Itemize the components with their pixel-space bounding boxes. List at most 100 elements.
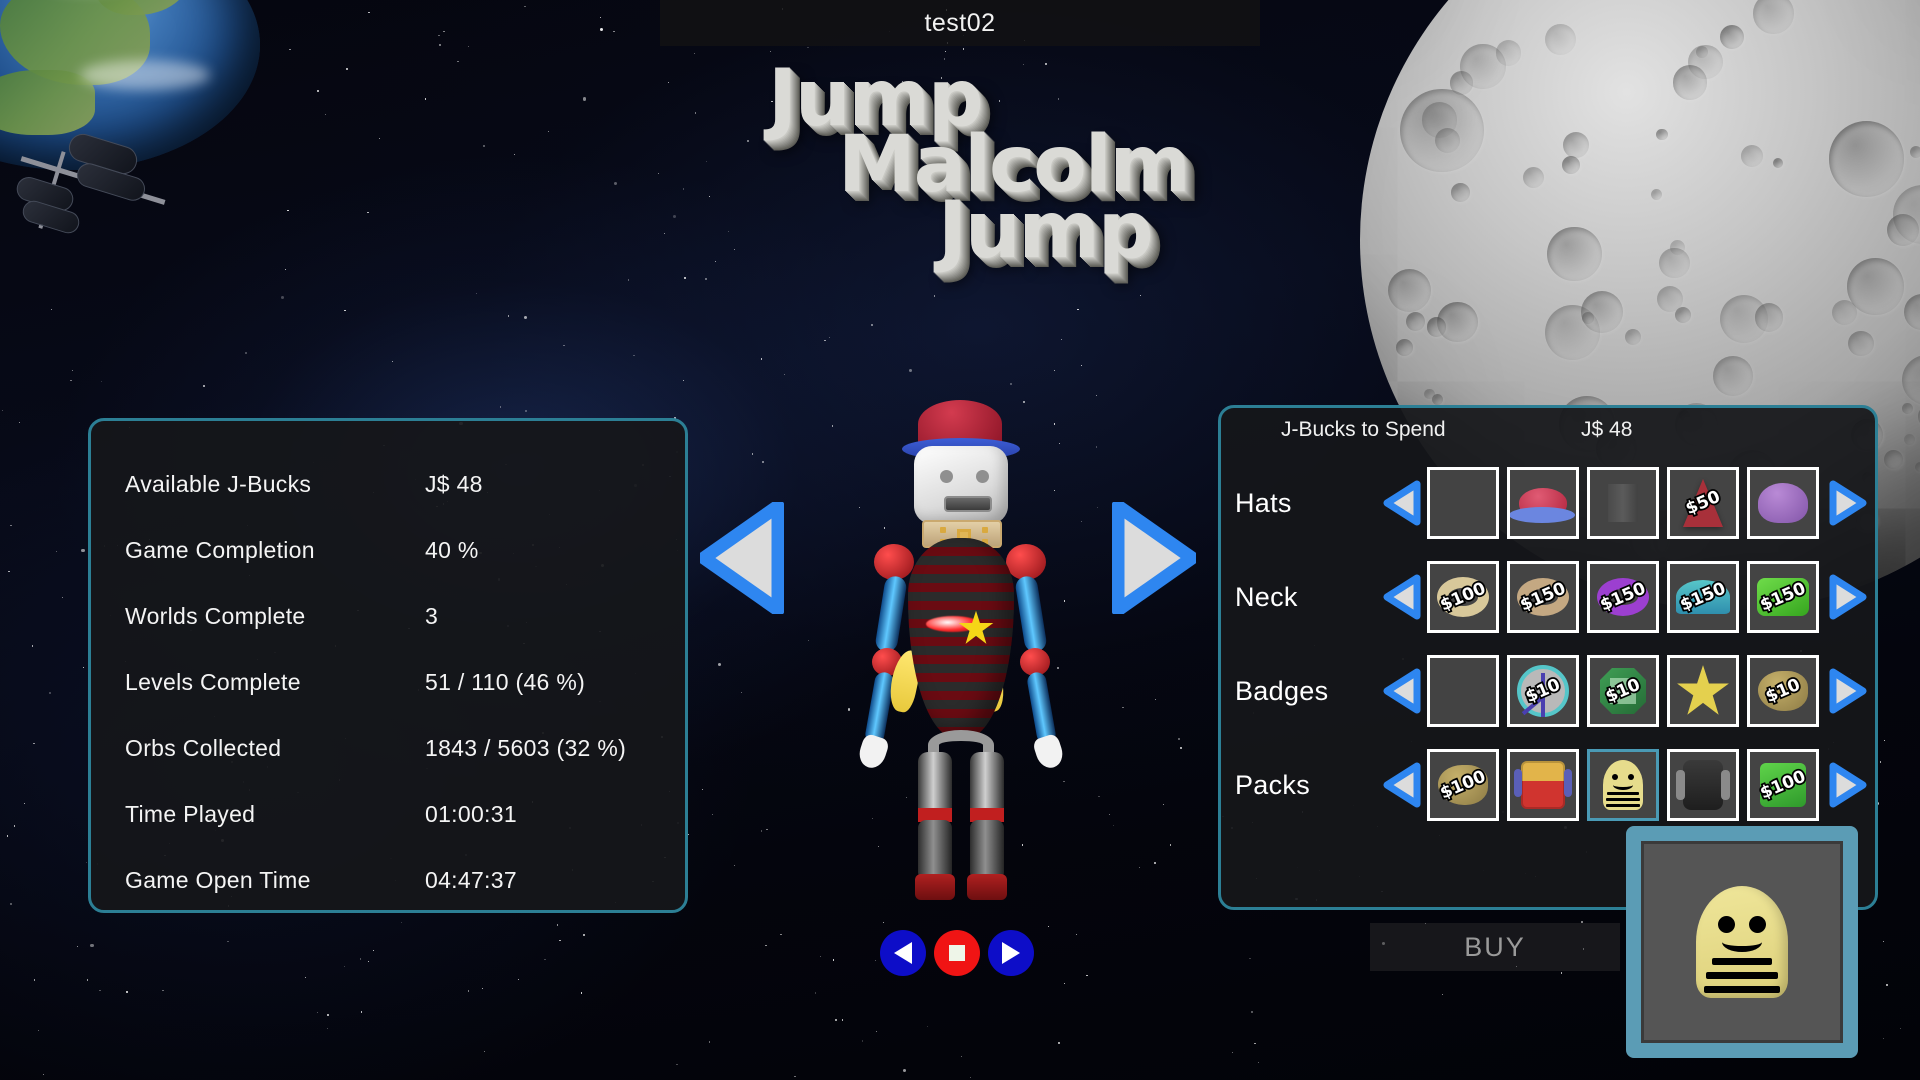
dome-icon (1758, 483, 1808, 523)
star-icon (1677, 665, 1729, 715)
shop-item-tile[interactable]: $10 (1587, 655, 1659, 727)
shop-item-tile[interactable] (1667, 655, 1739, 727)
shop-row-label: Badges (1235, 675, 1329, 706)
torus-icon (1437, 577, 1489, 617)
chevron-left-icon (1383, 480, 1421, 526)
shop-item-tile[interactable] (1507, 467, 1579, 539)
boot-left (915, 874, 955, 900)
character-eye-right (976, 470, 989, 483)
shop-item-tile[interactable]: $150 (1747, 561, 1819, 633)
shop-item-tile[interactable] (1427, 467, 1499, 539)
hand-right (1031, 732, 1067, 772)
shop-row-packs: Packs$100$100 (1235, 738, 1867, 832)
rotate-character-left-button[interactable] (697, 499, 785, 619)
stat-value: 1843 / 5603 (32 %) (425, 734, 627, 761)
footer-controls: MENU ACCEPT (0, 930, 1920, 1060)
logo-line-3: Jump (938, 186, 1154, 276)
shop-item-tile[interactable]: $100 (1747, 749, 1819, 821)
shop-item-tile[interactable] (1427, 655, 1499, 727)
shoulder-right (1006, 544, 1046, 580)
buy-button[interactable]: BUY (1370, 923, 1620, 971)
shop-item-tile[interactable] (1587, 467, 1659, 539)
shop-packs-left-arrow-button[interactable] (1381, 762, 1421, 808)
shop-neck-right-arrow-button[interactable] (1825, 574, 1867, 620)
character-hip (928, 730, 994, 760)
thigh-left (918, 752, 952, 818)
shop-neck-left-arrow-button[interactable] (1381, 574, 1421, 620)
shop-item-tile[interactable] (1747, 467, 1819, 539)
shop-item-tile[interactable] (1667, 749, 1739, 821)
shop-row-badges: Badges$10$10$10 (1235, 644, 1867, 738)
character-mouth (944, 496, 992, 512)
shop-item-tile[interactable]: $100 (1427, 749, 1499, 821)
rotate-character-right-button[interactable] (1111, 499, 1199, 619)
item-preview-inner (1641, 841, 1843, 1043)
shop-item-tile[interactable]: $10 (1507, 655, 1579, 727)
chevron-right-icon (1111, 499, 1199, 617)
stat-value: J$ 48 (425, 470, 483, 497)
logo-line-1: Jump (768, 54, 984, 144)
stop-button[interactable] (934, 930, 980, 976)
stat-label: Levels Complete (125, 668, 301, 695)
stat-label: Available J-Bucks (125, 470, 312, 497)
shop-item-tile[interactable]: $150 (1507, 561, 1579, 633)
shop-row-neck: Neck$100$150$150$150$150 (1235, 550, 1867, 644)
shop-item-tile[interactable]: $10 (1747, 655, 1819, 727)
shop-packs-right-arrow-button[interactable] (1825, 762, 1867, 808)
shop-item-tile[interactable]: $150 (1667, 561, 1739, 633)
shop-hats-left-arrow-button[interactable] (1381, 480, 1421, 526)
hand-left (855, 732, 891, 772)
blob-icon (1438, 765, 1488, 805)
chevron-left-icon (697, 499, 785, 617)
shop-hats-right-arrow-button[interactable] (1825, 480, 1867, 526)
shop-item-tile[interactable]: $50 (1667, 467, 1739, 539)
shop-tile-strip: $100$150$150$150$150 (1427, 561, 1819, 633)
spike-icon (1676, 580, 1730, 614)
stat-value: 04:47:37 (425, 866, 517, 893)
cap-icon (1510, 488, 1575, 523)
cone-icon (1683, 479, 1723, 527)
bee-pack-preview-icon (1696, 886, 1788, 998)
stat-row: Worlds Complete 3 (125, 583, 651, 649)
shop-header: J-Bucks to Spend J$ 48 (1221, 408, 1875, 452)
shop-item-tile[interactable]: $100 (1427, 561, 1499, 633)
elbow-right (1020, 648, 1050, 676)
stat-label: Orbs Collected (125, 734, 282, 761)
shop-item-tile[interactable] (1587, 749, 1659, 821)
green-icon (1757, 578, 1809, 616)
shin-left (918, 820, 952, 880)
character-preview (830, 400, 1090, 960)
stat-value: 3 (425, 602, 439, 629)
stat-row: Available J-Bucks J$ 48 (125, 451, 651, 517)
shop-header-label: J-Bucks to Spend (1281, 418, 1446, 441)
pack-green-icon (1760, 763, 1806, 807)
bee-pack-icon (1603, 760, 1643, 810)
stat-row: Game Open Time 04:47:37 (125, 847, 651, 913)
chevron-left-icon (1383, 668, 1421, 714)
shop-badges-left-arrow-button[interactable] (1381, 668, 1421, 714)
upper-arm-right (1014, 574, 1048, 654)
stat-row: Orbs Collected 1843 / 5603 (32 %) (125, 715, 651, 781)
stat-value: 01:00:31 (425, 800, 517, 827)
shop-header-value: J$ 48 (1581, 418, 1633, 441)
window-title: test02 (924, 8, 996, 37)
stat-label: Worlds Complete (125, 602, 306, 629)
triangle-left-icon (894, 942, 912, 964)
stat-label: Game Open Time (125, 866, 311, 893)
shop-item-tile[interactable]: $150 (1587, 561, 1659, 633)
shop-tile-strip: $50 (1427, 467, 1819, 539)
shop-row-hats: Hats$50 (1235, 456, 1867, 550)
next-button[interactable] (988, 930, 1034, 976)
space-station (10, 130, 180, 240)
buy-button-label: BUY (1464, 931, 1526, 962)
shop-badges-right-arrow-button[interactable] (1825, 668, 1867, 714)
blob-icon (1758, 671, 1808, 711)
shop-item-tile[interactable] (1507, 749, 1579, 821)
shop-tile-strip: $10$10$10 (1427, 655, 1819, 727)
previous-button[interactable] (880, 930, 926, 976)
shoulder-left (874, 544, 914, 580)
